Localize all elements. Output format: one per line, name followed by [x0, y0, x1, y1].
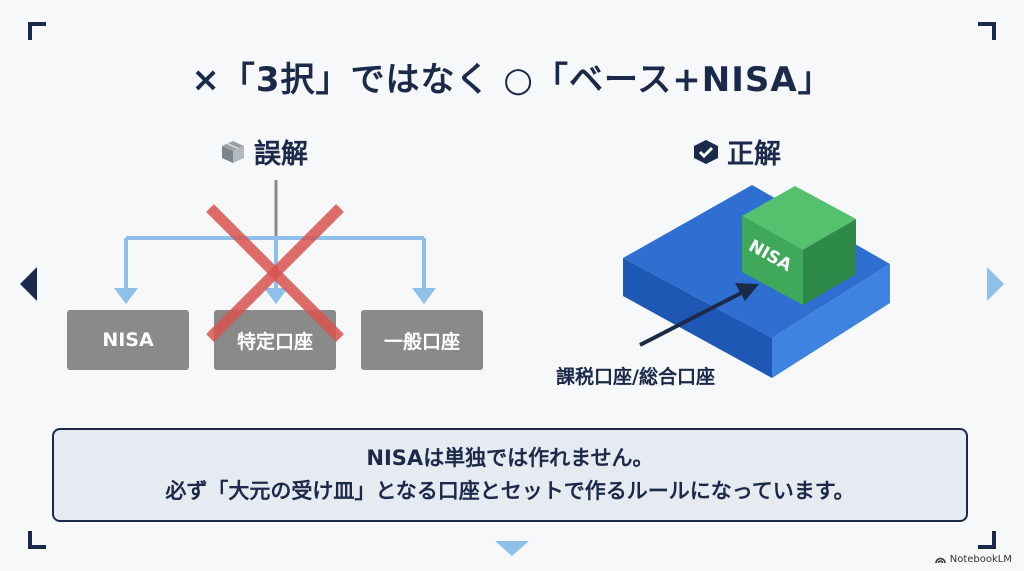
pointer-arrow-shaft [639, 289, 746, 347]
notebooklm-logo-icon [934, 557, 946, 564]
misconception-heading: 誤解 [220, 132, 308, 171]
option-box-ippan: 一般口座 [361, 310, 483, 370]
misconception-heading-text: 誤解 [254, 139, 308, 170]
corner-bracket-bottom-right [978, 531, 996, 549]
explanation-box: NISAは単独では作れません。 必ず「大元の受け皿」となる口座とセットで作るルー… [52, 428, 968, 522]
slide-title: ×「3択」ではなく ○「ベース+NISA」 [191, 60, 833, 100]
base-front-face [623, 258, 772, 378]
arrowhead-right [412, 288, 436, 304]
corner-bracket-bottom-left [28, 531, 46, 549]
cube-check-icon [694, 139, 718, 164]
next-slide-arrow-icon[interactable] [987, 267, 1004, 301]
nisa-cube-front [742, 216, 803, 305]
brand-text: NotebookLM [949, 554, 1012, 565]
nisa-cube-side [803, 219, 856, 305]
base-account-label: 課税口座/総合口座 [556, 366, 715, 388]
option-box-tokutei: 特定口座 [214, 310, 336, 370]
base-side-face [772, 264, 890, 378]
correct-heading: 正解 [693, 132, 781, 171]
corner-bracket-top-left [28, 22, 46, 40]
nisa-cube-top [742, 186, 856, 250]
box-icon [222, 140, 244, 163]
arrowhead-left [114, 288, 138, 304]
explanation-line-1: NISAは単独では作れません。 [366, 446, 654, 470]
corner-bracket-top-right [978, 22, 996, 40]
option-box-nisa: NISA [67, 310, 189, 370]
pointer-arrowhead [735, 283, 759, 301]
arrowhead-center [264, 288, 288, 304]
previous-slide-arrow-icon[interactable] [20, 267, 37, 301]
scroll-down-arrow-icon[interactable] [495, 541, 529, 556]
correct-heading-text: 正解 [727, 139, 781, 170]
explanation-line-2: 必ず「大元の受け皿」となる口座とセットで作るルールになっています。 [165, 479, 855, 503]
brand-watermark: NotebookLM [934, 554, 1012, 565]
